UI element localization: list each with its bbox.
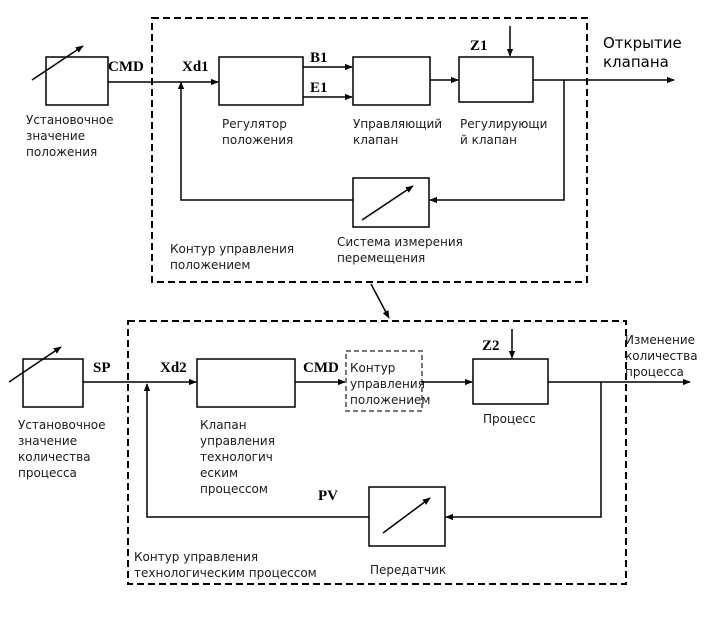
displacement-measurement-label: Система измерения перемещения [337,235,467,265]
link-to-process-loop-arrow [370,283,390,319]
measurement-adjust-icon [361,185,414,221]
process-setpoint-adjust-icon [8,346,62,383]
feedback-to-process-valve-arrow [143,383,369,518]
process-setpoint-box [22,358,84,408]
valve-opening-output-label: Открытие клапана [603,34,686,71]
position-loop-frame [151,17,588,283]
transmitter-box [368,486,446,547]
feedback-to-measurement-arrow [429,80,565,204]
z2-signal-label: Z2 [482,338,500,354]
xd2-signal-label: Xd2 [160,360,187,376]
b1-signal-label: B1 [310,50,328,66]
pv-signal-label: PV [318,488,338,504]
feedback-to-regulator-arrow [177,81,353,201]
position-regulator-label: Регулятор положения [222,117,293,147]
process-control-valve-box [196,358,296,408]
process-output-label: Изменение количества процесса [625,333,701,379]
e1-signal-label: E1 [310,80,328,96]
control-valve-label: Управляющий клапан [353,117,446,147]
control-valve-box [352,56,431,106]
position-setpoint-box [45,56,109,106]
process-control-valve-label: Клапан управления технологич еским проце… [200,418,279,496]
feedback-to-transmitter-arrow [445,382,602,521]
cmd-signal-label: CMD [108,59,144,75]
position-loop-label: Контур управления положением [170,242,298,272]
sp-signal-label: SP [93,360,111,376]
displacement-measurement-box [352,177,430,228]
transmitter-adjust-icon [382,497,431,534]
process-box [472,358,549,405]
bottom-cmd-signal-label: CMD [303,360,339,376]
inner-position-loop-box [345,350,423,412]
process-loop-frame [127,320,627,585]
setpoint-adjust-icon [31,45,84,81]
regulating-valve-label: Регулирующи й клапан [460,117,551,147]
regulating-valve-box [458,56,534,103]
inner-position-loop-label: Контур управления положением [350,361,430,407]
xd1-signal-label: Xd1 [182,59,209,75]
process-setpoint-label: Установочное значение количества процесс… [18,418,109,480]
process-label: Процесс [483,412,536,426]
process-loop-label: Контур управления технологическим процес… [134,550,317,580]
position-regulator-box [218,56,304,106]
transmitter-label: Передатчик [370,563,446,577]
z1-signal-label: Z1 [470,38,488,54]
position-setpoint-label: Установочное значение положения [26,113,117,159]
